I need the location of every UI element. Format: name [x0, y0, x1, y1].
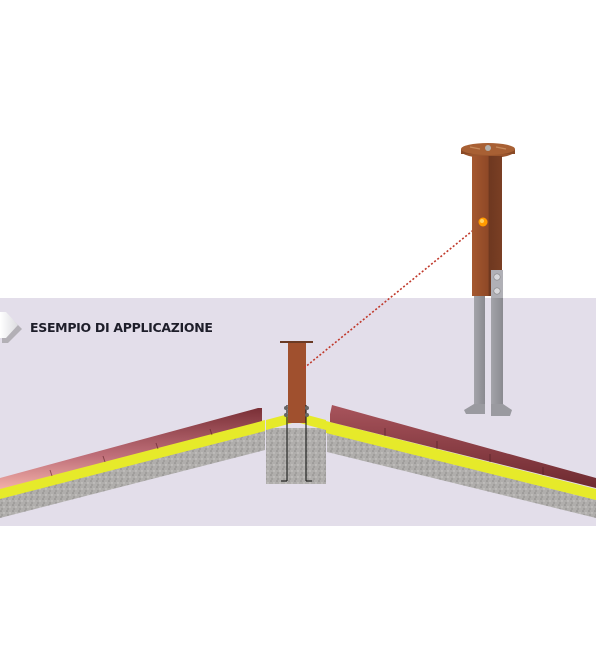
- roof-right-slope: [322, 405, 596, 518]
- installed-post: [280, 341, 313, 482]
- roof-left-slope: [0, 408, 265, 518]
- detail-post: [461, 143, 515, 416]
- arrow-marker-icon: [0, 312, 22, 343]
- leader-line: [303, 222, 483, 369]
- ridge-concrete-block: [266, 412, 326, 484]
- diagram-title: ESEMPIO DI APPLICAZIONE: [30, 320, 213, 335]
